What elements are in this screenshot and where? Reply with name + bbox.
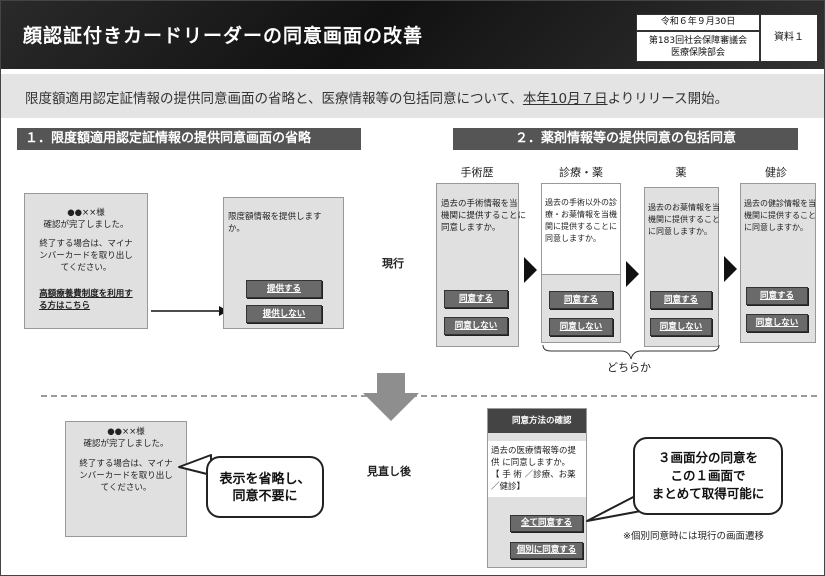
revised-patient-name: ●●××様: [107, 427, 145, 437]
either-brace: [542, 344, 720, 360]
dashed-divider: [41, 395, 817, 397]
surgery-text-2: 機関に提供することに: [441, 211, 527, 221]
flow-arrow-3: [724, 256, 737, 282]
revised-remove-card-3: てください。: [100, 483, 152, 493]
current-label: 現行: [382, 257, 404, 270]
revised-consent-text-4: ／健診】: [491, 482, 526, 492]
surgery-disagree-button[interactable]: 同意しない: [444, 317, 508, 335]
intro-text: 限度額適用認定証情報の提供同意画面の省略と、医療情報等の包括同意について、本年1…: [25, 87, 728, 107]
treatment-text-3: 関に提供することに: [545, 222, 617, 231]
checkup-text-2: 機関に提供すること: [744, 211, 816, 220]
revised-remove-card-2: ンバーカードを取り出し: [79, 471, 173, 481]
drug-agree-button[interactable]: 同意する: [650, 291, 712, 309]
omit-callout: 表示を省略し、 同意不要に: [206, 456, 324, 518]
high-cost-link-line-1[interactable]: 高額療養費制度を利用す: [39, 289, 133, 299]
revised-consent-screen: 同意方法の確認 過去の医療情報等の提 供 に同意しますか。 【 手 術 ／診療、…: [487, 408, 587, 568]
meeting-line-2: 医療保険部会: [670, 48, 725, 58]
surgery-text-1: 過去の手術情報を当: [441, 199, 518, 209]
revised-remove-card-1: 終了する場合は、マイナ: [79, 459, 173, 469]
revised-label: 見直し後: [367, 465, 411, 478]
col-header-checkup: 健診: [765, 166, 787, 179]
transition-arrow: [151, 306, 228, 316]
intro-band: [1, 74, 824, 118]
high-cost-link-line-2[interactable]: る方はこちら: [39, 301, 91, 311]
flow-arrow-2: [626, 261, 639, 287]
provide-button[interactable]: 提供する: [246, 280, 322, 298]
meeting-box: 第183回社会保障審議会 医療保険部会: [636, 31, 760, 62]
treatment-text-2: 療・お薬情報を当機: [545, 210, 617, 219]
treatment-text-1: 過去の手術以外の診: [545, 198, 617, 207]
confirm-done-text: 確認が完了しました。: [43, 220, 129, 230]
current-confirm-screen: ●●××様 確認が完了しました。 終了する場合は、マイナ ンバーカードを取り出し…: [24, 193, 148, 329]
doc-label: 資料１: [760, 14, 818, 62]
remove-card-text-2: ンバーカードを取り出し: [39, 251, 133, 261]
bundle-callout-line-1: ３画面分の同意を: [657, 450, 758, 465]
intro-text-b: よりリリース開始。: [607, 91, 729, 107]
intro-release-date: 本年10月７日: [522, 91, 608, 107]
bundle-consent-callout: ３画面分の同意を この１画面で まとめて取得可能に: [633, 437, 783, 515]
revised-consent-text-2: 供 に同意しますか。: [491, 458, 571, 468]
bundle-callout-line-2: この１画面で: [670, 468, 746, 483]
meeting-line-1: 第183回社会保障審議会: [648, 36, 748, 46]
omit-callout-line-2: 同意不要に: [232, 489, 298, 504]
treatment-disagree-button[interactable]: 同意しない: [549, 318, 613, 336]
limit-question-2: か。: [228, 224, 245, 234]
remove-card-text-3: てください。: [60, 263, 112, 273]
revised-confirm-done: 確認が完了しました。: [83, 439, 169, 449]
col-header-surgery: 手術歴: [460, 166, 494, 179]
drug-disagree-button[interactable]: 同意しない: [650, 318, 712, 336]
surgery-text-3: 同意しますか。: [441, 223, 501, 233]
date-box: 令和６年９月30日: [636, 14, 760, 31]
consent-method-text: 過去の医療情報等の提 供 に同意しますか。 【 手 術 ／診療、お薬 ／健診】: [488, 441, 586, 497]
treatment-text-4: 同意しますか。: [545, 234, 601, 243]
down-arrow: [363, 373, 419, 421]
individual-consent-note: ※個別同意時には現行の画面遷移: [623, 531, 764, 542]
limit-question-1: 限度額情報を提供します: [228, 212, 322, 222]
revised-confirm-screen: ●●××様 確認が完了しました。 終了する場合は、マイナ ンバーカードを取り出し…: [65, 421, 187, 537]
omit-callout-line-1: 表示を省略し、: [219, 472, 311, 487]
drug-text-1: 過去のお薬情報を当: [648, 203, 720, 212]
remove-card-text-1: 終了する場合は、マイナ: [39, 239, 133, 249]
page-title: 顔認証付きカードリーダーの同意画面の改善: [23, 25, 424, 47]
treatment-text-panel: 過去の手術以外の診 療・お薬情報を当機 関に提供することに 同意しますか。: [542, 184, 620, 275]
checkup-text-3: に同意しますか。: [744, 223, 808, 232]
drug-text-2: 機関に提供すること: [648, 215, 720, 224]
col-header-drug: 薬: [675, 166, 687, 179]
checkup-disagree-button[interactable]: 同意しない: [746, 314, 808, 332]
consent-screen-treatment-drug: 過去の手術以外の診 療・お薬情報を当機 関に提供することに 同意しますか。: [541, 183, 621, 343]
drug-text-3: に同意しますか。: [648, 227, 712, 236]
revised-consent-text-3: 【 手 術 ／診療、お薬: [491, 470, 576, 480]
section1-header: １．限度額適用認定証情報の提供同意画面の省略: [17, 128, 361, 150]
either-label: どちらか: [607, 361, 651, 374]
patient-name: ●●××様: [67, 208, 105, 218]
surgery-agree-button[interactable]: 同意する: [444, 290, 508, 308]
agree-individually-button[interactable]: 個別に同意する: [510, 542, 583, 559]
treatment-agree-button[interactable]: 同意する: [549, 291, 613, 309]
checkup-text-1: 過去の健診情報を当: [744, 199, 816, 208]
checkup-agree-button[interactable]: 同意する: [746, 287, 808, 305]
col-header-treatment-drug: 診療・薬: [559, 166, 603, 179]
not-provide-button[interactable]: 提供しない: [246, 305, 322, 323]
bundle-callout-line-3: まとめて取得可能に: [651, 486, 765, 501]
consent-method-title: 同意方法の確認: [488, 409, 586, 433]
flow-arrow-1: [524, 257, 537, 283]
revised-consent-text-1: 過去の医療情報等の提: [491, 446, 577, 456]
section2-header: ２．薬剤情報等の提供同意の包括同意: [453, 128, 798, 150]
agree-all-button[interactable]: 全て同意する: [510, 515, 583, 532]
intro-text-a: 限度額適用認定証情報の提供同意画面の省略と、医療情報等の包括同意について、: [25, 91, 523, 107]
